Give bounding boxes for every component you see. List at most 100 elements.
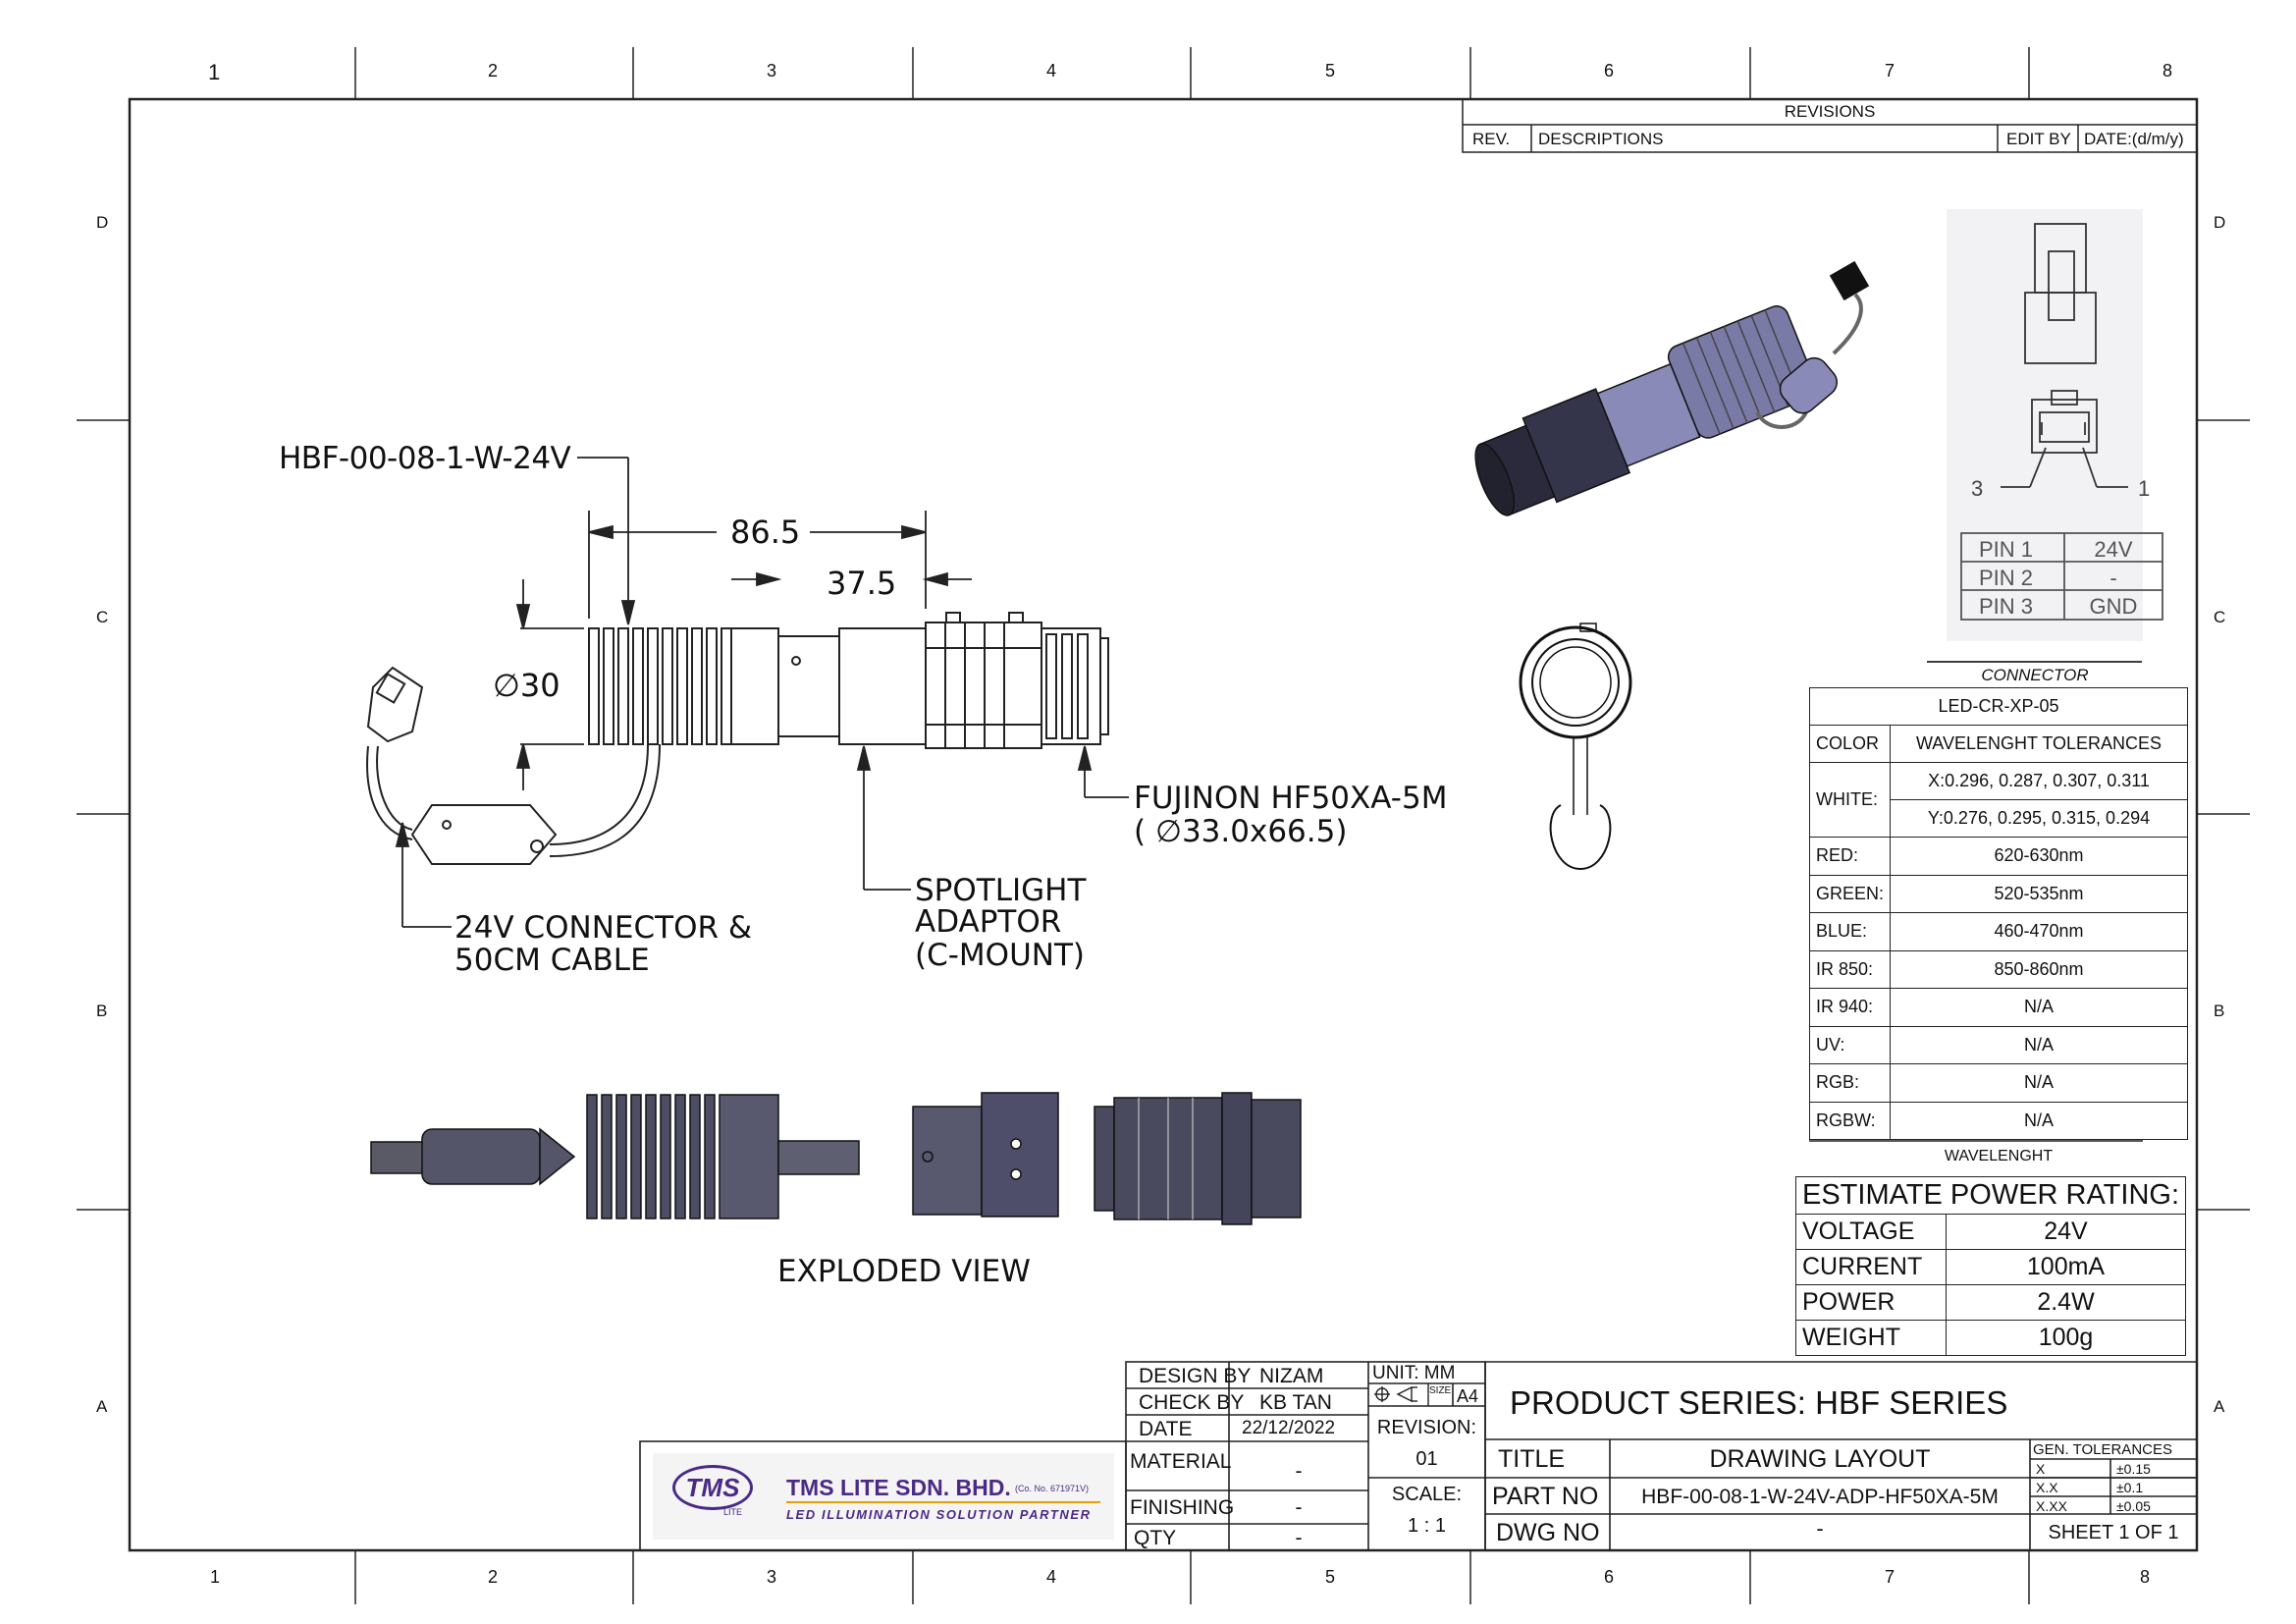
connector-caption: CONNECTOR [1981,666,2089,684]
power-value: 100g [1946,1320,2186,1356]
wavelength-table: LED-CR-XP-05 COLOR WAVELENGHT TOLERANCES… [1808,687,2188,1140]
company-reg-no: (Co. No. 671971V) [1015,1484,1090,1493]
lens-label-line1: FUJINON HF50XA-5M [1134,781,1448,816]
size-label: SIZE [1429,1385,1452,1396]
zone-col-8-bottom: 8 [2140,1567,2151,1587]
finishing-value: - [1295,1496,1303,1519]
wavelength-value: 620-630nm [1890,837,2188,876]
color-label: BLUE: [1808,912,1892,951]
connector-schematic [1927,209,2163,663]
zone-row-b: B [96,1001,108,1020]
tolerance-header: WAVELENGHT TOLERANCES [1890,725,2188,763]
logo-accent-line [786,1501,1100,1503]
revision-value: 01 [1415,1448,1438,1470]
company-name: TMS LITE SDN. BHD. [786,1475,1011,1500]
date-value: 22/12/2022 [1242,1418,1336,1438]
zone-col-1-bottom: 1 [210,1567,221,1587]
dwg-no-value: - [1816,1516,1824,1541]
zone-col-1: 1 [208,60,221,84]
wavelength-value: N/A [1890,988,2188,1027]
date-label: DATE [1139,1418,1193,1440]
tolerance-format: X.X [2036,1480,2058,1495]
color-label: GREEN: [1808,874,1892,913]
part-no-label: PART NO [1492,1483,1599,1510]
gen-tolerances-label: GEN. TOLERANCES [2033,1441,2172,1458]
zone-row-b-right: B [2214,1001,2225,1020]
zone-col-3: 3 [767,61,777,81]
qty-label: QTY [1134,1527,1177,1549]
zone-col-4-bottom: 4 [1046,1567,1057,1587]
color-label: RED: [1808,837,1892,876]
zone-col-5-bottom: 5 [1325,1567,1336,1587]
color-label: IR 940: [1808,988,1892,1027]
zone-col-7-bottom: 7 [1885,1567,1896,1587]
sheet-number: SHEET 1 OF 1 [2048,1522,2179,1543]
descriptions-header: DESCRIPTIONS [1538,130,1664,148]
company-tagline: LED ILLUMINATION SOLUTION PARTNER [786,1507,1092,1522]
zone-row-a-right: A [2214,1397,2225,1416]
finishing-label: FINISHING [1130,1496,1235,1519]
tolerance-value: ±0.05 [2116,1498,2151,1514]
isometric-render [1474,260,1870,871]
exploded-view-label: EXPLODED VIEW [777,1254,1031,1289]
scale-value: 1 : 1 [1408,1515,1446,1537]
power-label: WEIGHT [1795,1320,1947,1356]
zone-col-8: 8 [2163,61,2173,81]
revision-label: REVISION: [1376,1417,1477,1438]
pin-2-value: - [2109,566,2117,590]
dwg-no-label: DWG NO [1496,1519,1600,1546]
zone-col-3-bottom: 3 [767,1567,777,1587]
edit-by-header: EDIT BY [2006,130,2071,148]
part-number-callout: HBF-00-08-1-W-24V [279,441,571,476]
connector-label-line2: 50CM CABLE [454,943,650,978]
wavelength-value: N/A [1890,1101,2188,1140]
pin-1-mark: 1 [2138,476,2151,501]
power-label: POWER [1795,1284,1947,1321]
zone-col-2-bottom: 2 [488,1567,499,1587]
tolerance-value: ±0.1 [2116,1480,2144,1495]
pin-1-label: PIN 1 [1979,537,2034,562]
title-label: TITLE [1498,1445,1566,1473]
size-value: A4 [1457,1386,1479,1406]
led-model: LED-CR-XP-05 [1809,687,2188,726]
tolerance-format: X [2036,1461,2046,1477]
material-label: MATERIAL [1130,1450,1232,1473]
tolerance-format: X.XX [2036,1498,2067,1514]
diameter-dimension: ∅30 [493,667,561,704]
design-by-value: NIZAM [1259,1365,1324,1387]
check-by-label: CHECK BY [1139,1391,1245,1414]
power-value: 100mA [1946,1249,2186,1285]
adapter-length-dimension: 37.5 [827,565,897,602]
unit-value: UNIT: MM [1372,1363,1456,1383]
date-header: DATE:(d/m/y) [2084,130,2184,148]
pin-2-label: PIN 2 [1979,566,2034,590]
check-by-value: KB TAN [1259,1391,1332,1414]
pin-3-value: GND [2089,594,2138,619]
pin-1-value: 24V [2094,537,2133,562]
color-label: RGB: [1808,1063,1892,1103]
color-label: IR 850: [1808,949,1892,989]
tolerance-value: ±0.15 [2116,1461,2151,1477]
color-header: COLOR [1808,725,1892,763]
zone-col-2: 2 [488,61,499,81]
zone-col-4: 4 [1046,61,1057,81]
zone-row-d-right: D [2214,213,2226,232]
scale-label: SCALE: [1391,1484,1463,1505]
company-logo-block: TMS LITE TMS LITE SDN. BHD. (Co. No. 671… [653,1453,1114,1540]
power-label: VOLTAGE [1795,1214,1947,1250]
zone-col-6: 6 [1604,61,1615,81]
zone-row-d: D [96,213,109,232]
part-no-value: HBF-00-08-1-W-24V-ADP-HF50XA-5M [1641,1486,1999,1508]
color-label: RGBW: [1808,1101,1892,1140]
zone-col-6-bottom: 6 [1604,1567,1615,1587]
power-value: 24V [1946,1214,2186,1250]
zone-row-c-right: C [2214,608,2226,626]
material-value: - [1295,1460,1303,1483]
logo-sub-text: LITE [723,1507,743,1517]
overall-length-dimension: 86.5 [730,514,801,551]
adapter-label-line1: SPOTLIGHT [915,873,1087,908]
rev-header: REV. [1472,130,1511,148]
lens-label-line2: ( ∅33.0x66.5) [1134,814,1348,849]
